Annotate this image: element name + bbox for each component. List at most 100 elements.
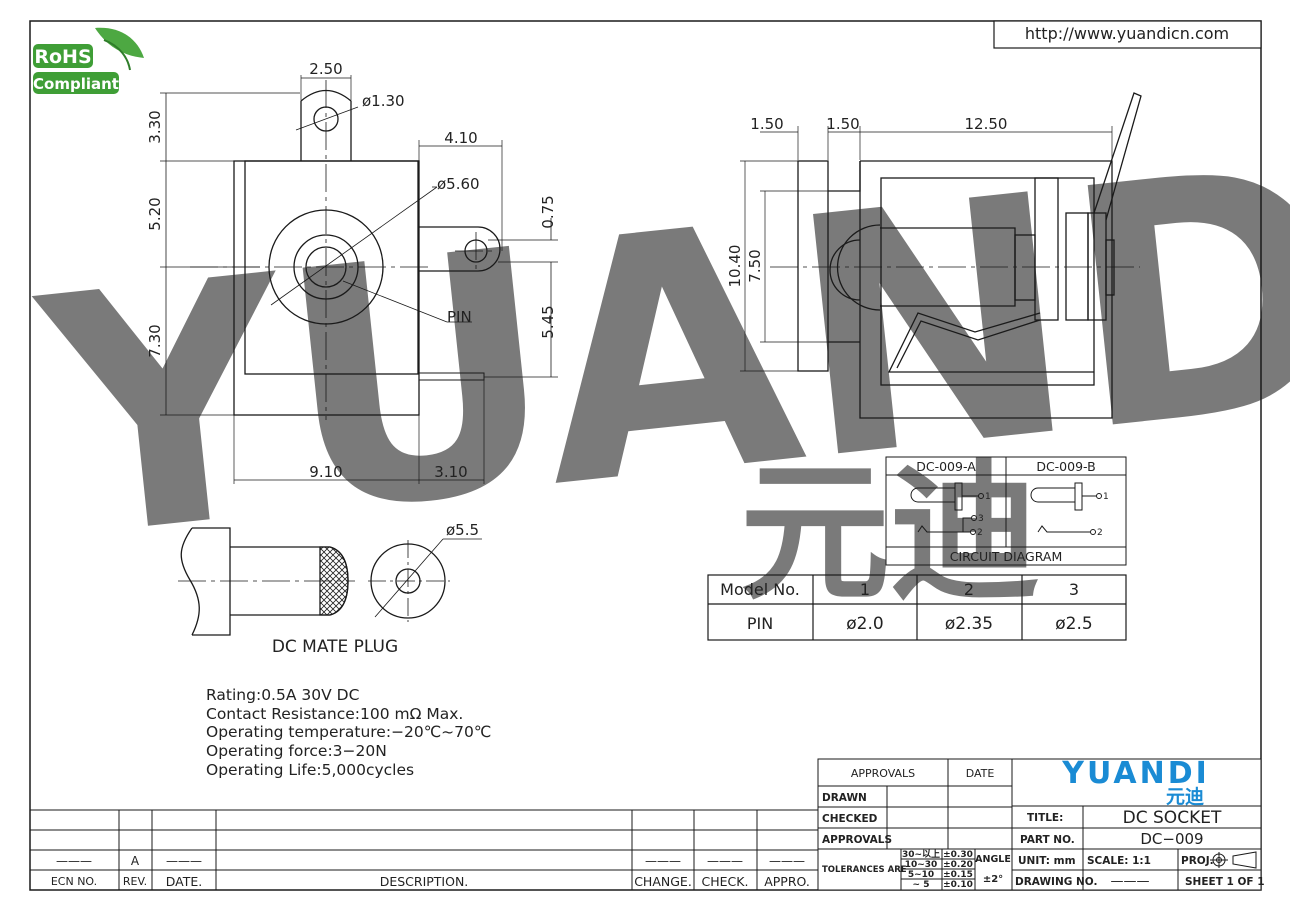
spec-temperature: Operating temperature:−20℃~70℃: [206, 723, 491, 741]
tb-drawn: DRAWN: [822, 792, 867, 804]
tb-title-label: TITLE:: [1027, 812, 1063, 824]
website-url: http://www.yuandicn.com: [1025, 24, 1229, 43]
dim-plug-diameter: ø5.5: [446, 521, 479, 539]
mate-plug-drawing: [178, 527, 482, 636]
dim-upper-height: 5.20: [146, 197, 164, 230]
rev-change-value: ———: [645, 854, 681, 868]
rohs-badge: RoHS Compliant: [33, 27, 144, 94]
tb-approvals-header: APPROVALS: [851, 767, 915, 780]
tb-sheet: SHEET 1 OF 1: [1185, 876, 1265, 888]
tb-date-header: DATE: [966, 767, 995, 780]
label-appro: APPRO.: [764, 874, 810, 889]
pin-label: PIN: [447, 308, 472, 326]
tb-tol-range-2: 10~30: [905, 860, 938, 870]
yuandi-watermark: YUANDI 元迪: [23, 82, 1290, 621]
label-date: DATE.: [166, 874, 203, 889]
label-check: CHECK.: [702, 874, 749, 889]
tb-tol-value-4: ±0.10: [943, 880, 973, 890]
dim-inner-height: 7.50: [746, 249, 764, 282]
pin-table: Model No. 1 2 3 PIN ø2.0 ø2.35 ø2.5: [707, 574, 1127, 641]
tb-tol-range-3: 5~10: [908, 870, 934, 880]
spec-life: Operating Life:5,000cycles: [206, 761, 414, 779]
spec-contact-resistance: Contact Resistance:100 mΩ Max.: [206, 705, 463, 723]
tb-approvals: APPROVALS: [822, 834, 892, 846]
dim-lug-length: 4.10: [444, 129, 477, 147]
label-ecn-no: ECN NO.: [51, 875, 97, 888]
tb-angle-label: ANGLE: [975, 854, 1011, 865]
yuandi-logo: YUANDI 元迪: [1061, 756, 1210, 808]
variant-b-label: DC-009-B: [1036, 459, 1095, 474]
pin-table-cell-3: ø2.5: [1055, 614, 1092, 634]
pin-1-b: 1: [1103, 492, 1109, 502]
url-box: http://www.yuandicn.com: [993, 20, 1262, 49]
rohs-label: RoHS: [34, 46, 91, 68]
dim-tab-hole: ø1.30: [362, 92, 405, 110]
tb-checked: CHECKED: [822, 813, 878, 825]
projection-symbol-icon: [1210, 851, 1257, 869]
tb-tolerances-label: TOLERANCES ARE: [822, 865, 907, 875]
tb-drawing-label: DRAWING NO.: [1015, 876, 1097, 888]
svg-text:元迪: 元迪: [740, 447, 1040, 621]
front-view: [160, 75, 558, 484]
dim-pin-offset: 5.45: [539, 305, 557, 338]
dim-lower-height: 7.30: [146, 324, 164, 357]
pin-table-header-3: 3: [1069, 580, 1079, 599]
pin-1-a: 1: [985, 492, 991, 502]
pin-3-a: 3: [978, 514, 984, 524]
rev-check-value: ———: [707, 854, 743, 868]
tb-scale: SCALE: 1:1: [1087, 855, 1151, 867]
dim-barrel-diameter: ø5.60: [437, 175, 480, 193]
variant-a-label: DC-009-A: [916, 459, 976, 474]
circuit-diagram: DC-009-A DC-009-B CIRCUIT DIAGRAM 1 3 2 …: [885, 456, 1127, 566]
tb-tol-range-1: 30~以上: [902, 848, 940, 860]
dim-total-height: 10.40: [726, 245, 744, 288]
tb-unit: UNIT: mm: [1018, 855, 1076, 867]
tb-tol-value-2: ±0.20: [943, 860, 973, 870]
dim-tab-width: 2.50: [309, 60, 342, 78]
tb-drawing-value: ———: [1111, 874, 1150, 889]
spec-rating: Rating:0.5A 30V DC: [206, 686, 359, 704]
spec-force: Operating force:3−20N: [206, 742, 387, 760]
circuit-diagram-title: CIRCUIT DIAGRAM: [950, 549, 1063, 564]
pin-table-header-1: 1: [860, 580, 870, 599]
pin-table-header-2: 2: [964, 580, 974, 599]
rev-appro-value: ———: [769, 854, 805, 868]
logo-latin: YUANDI: [1061, 756, 1210, 791]
tb-tol-value-1: ±0.30: [943, 850, 973, 860]
logo-cjk: 元迪: [1166, 786, 1204, 808]
sheet-border: [29, 20, 1262, 891]
pin-table-cell-2: ø2.35: [945, 614, 993, 634]
compliant-label: Compliant: [33, 75, 119, 93]
dim-flange: 1.50: [750, 115, 783, 133]
dim-tab-height: 3.30: [146, 110, 164, 143]
label-rev: REV.: [123, 875, 147, 888]
tb-part-label: PART NO.: [1020, 834, 1075, 846]
pin-table-cell-1: ø2.0: [846, 614, 883, 634]
pin-table-header-model: Model No.: [720, 580, 800, 599]
dim-gap: 1.50: [826, 115, 859, 133]
mate-plug-label: DC MATE PLUG: [272, 637, 398, 657]
tb-projection: PROJ.: [1181, 855, 1214, 867]
dim-length: 12.50: [965, 115, 1008, 133]
dim-body-width: 9.10: [309, 463, 342, 481]
revision-block: ——— A ——— ——— ——— ——— ECN NO. REV. DATE.…: [30, 809, 818, 890]
rev-date-value: ———: [166, 854, 202, 868]
tb-part-value: DC−009: [1140, 830, 1203, 848]
pin-table-row-label: PIN: [747, 614, 773, 633]
pin-2-a: 2: [977, 528, 983, 538]
label-change: CHANGE.: [634, 874, 692, 889]
dim-lug-width: 3.10: [434, 463, 467, 481]
label-description: DESCRIPTION.: [380, 874, 469, 889]
specifications: Rating:0.5A 30V DC Contact Resistance:10…: [206, 686, 491, 779]
rev-value: A: [131, 854, 140, 868]
tb-tol-value-3: ±0.15: [943, 870, 973, 880]
tb-angle-value: ±2°: [983, 874, 1003, 885]
tb-tol-range-4: ~ 5: [913, 880, 930, 890]
side-view: [740, 92, 1142, 419]
dim-lug-offset: 0.75: [539, 195, 557, 228]
rev-ecn-value: ———: [56, 854, 92, 868]
title-block: APPROVALS DATE DRAWN CHECKED APPROVALS T…: [817, 756, 1265, 891]
tb-title-value: DC SOCKET: [1123, 808, 1222, 828]
pin-2-b: 2: [1097, 528, 1103, 538]
